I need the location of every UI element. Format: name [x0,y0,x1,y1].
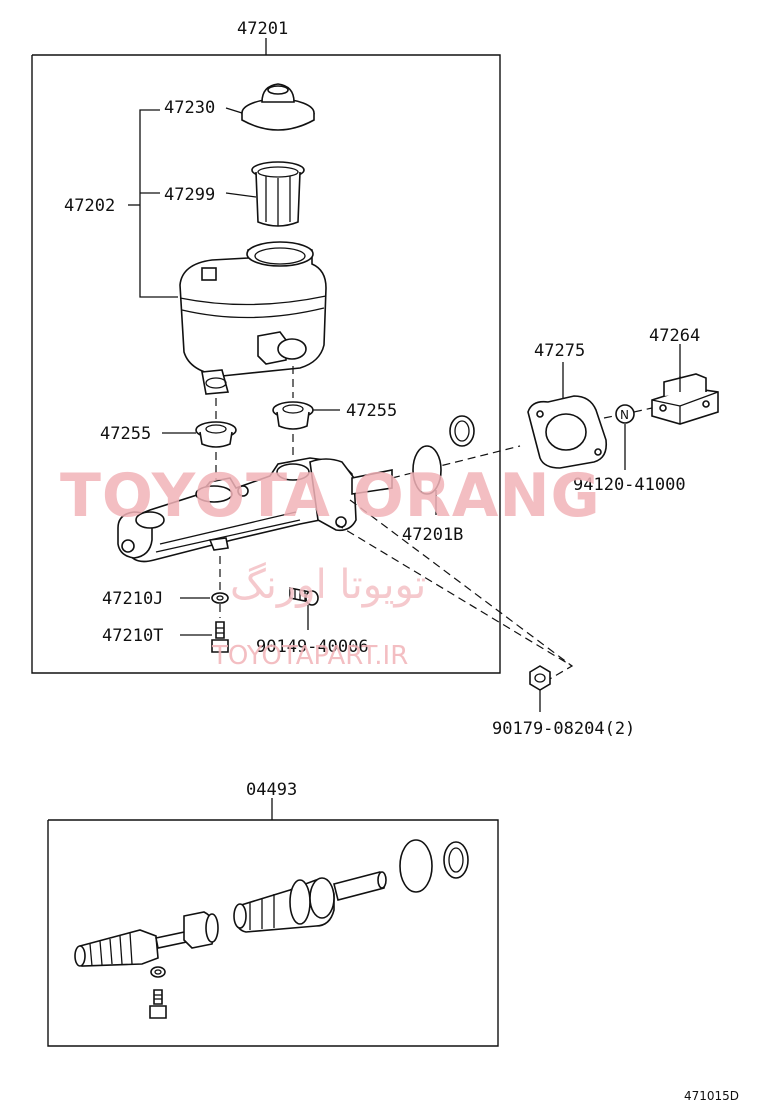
callout-47230: 47230 [164,98,215,118]
kit-part-number: 04493 [246,780,297,800]
callout-47201B: 47201B [402,525,463,545]
callout-47299: 47299 [164,185,215,205]
reservoir-cap [241,83,315,131]
assembly-frame [31,38,501,674]
bleeder-screw [211,621,229,653]
kit-snap-ring [443,841,469,879]
secondary-piston [74,911,219,967]
callout-90179-08204: 90179-08204(2) [492,719,635,739]
kit-frame [47,798,499,1047]
seal-ring [412,445,442,495]
bleeder-gasket [211,592,229,604]
nut-marker [615,404,635,424]
gasket [527,395,608,469]
callout-47210T: 47210T [102,626,163,646]
assembly-part-number: 47201 [237,19,288,39]
diagram-id: 471015D [684,1089,739,1103]
callout-47264: 47264 [649,326,700,346]
mounting-nut [529,665,551,691]
kit-gasket [150,966,166,978]
watermark-url: TOYOTAPART.IR [211,641,408,671]
reservoir-tank [179,241,327,395]
watermark-persian: تویوتا اورنگ [230,562,426,608]
callout-47275: 47275 [534,341,585,361]
nut-marker-label: N [620,408,629,422]
callout-47210J: 47210J [102,589,163,609]
bracket-block [651,373,719,425]
kit-bleeder-screw [149,989,167,1019]
callout-90149-40006: 90149-40006 [256,637,369,657]
retaining-screw [289,587,319,606]
callout-47255-right: 47255 [346,401,397,421]
master-cylinder-body [117,457,393,563]
snap-ring [449,415,475,447]
callout-47202-bracket [139,109,178,298]
kit-seal-ring [399,839,433,893]
grommet-left [195,421,237,448]
reservoir-strainer [251,161,305,227]
grommet-right [272,401,314,430]
callout-47255-left: 47255 [100,424,151,444]
primary-piston [233,871,387,933]
callout-47202: 47202 [64,196,115,216]
callout-94120-41000: 94120-41000 [573,475,686,495]
watermark-english: TOYOTA ORANG [60,461,601,531]
